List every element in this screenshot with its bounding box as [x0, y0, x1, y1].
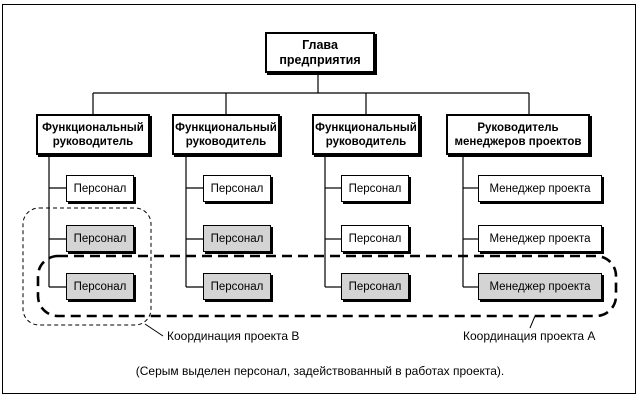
staff-label: Менеджер проекта: [489, 182, 591, 195]
manager-box-4: Руководитель менеджеров проектов: [446, 114, 590, 155]
manager-label: Функциональный руководитель: [315, 121, 417, 148]
staff-box-c3-r1: Персонал: [341, 175, 409, 202]
coordination-b-outline: [22, 207, 152, 326]
staff-label: Менеджер проекта: [489, 232, 591, 245]
manager-label: Руководитель менеджеров проектов: [454, 121, 582, 148]
staff-label: Персонал: [73, 182, 127, 195]
staff-box-c2-r3: Персонал: [203, 273, 271, 300]
staff-box-c3-r3: Персонал: [341, 273, 409, 300]
staff-box-c1-r3: Персонал: [66, 273, 134, 300]
coordination-b-label: Координация проекта В: [167, 329, 300, 343]
head-label: Глава предприятия: [279, 37, 361, 67]
staff-box-c4-r1: Менеджер проекта: [478, 175, 602, 202]
staff-label: Персонал: [210, 280, 264, 293]
staff-label: Персонал: [73, 232, 127, 245]
staff-label: Персонал: [348, 280, 402, 293]
staff-label: Менеджер проекта: [489, 280, 591, 293]
staff-box-c2-r2: Персонал: [203, 225, 271, 252]
footnote: (Серым выделен персонал, задействованный…: [135, 364, 505, 378]
manager-label: Функциональный руководитель: [42, 121, 144, 148]
staff-box-c2-r1: Персонал: [203, 175, 271, 202]
staff-box-c4-r2: Менеджер проекта: [478, 225, 602, 252]
manager-box-1: Функциональный руководитель: [36, 114, 150, 155]
staff-box-c1-r1: Персонал: [66, 175, 134, 202]
staff-label: Персонал: [73, 280, 127, 293]
staff-box-c3-r2: Персонал: [341, 225, 409, 252]
staff-label: Персонал: [348, 182, 402, 195]
staff-box-c1-r2: Персонал: [66, 225, 134, 252]
coordination-a-label: Координация проекта А: [463, 329, 596, 343]
staff-label: Персонал: [210, 182, 264, 195]
head-box: Глава предприятия: [265, 32, 375, 73]
staff-label: Персонал: [210, 232, 264, 245]
staff-label: Персонал: [348, 232, 402, 245]
manager-label: Функциональный руководитель: [175, 121, 277, 148]
manager-box-2: Функциональный руководитель: [172, 114, 280, 155]
diagram-frame: [2, 4, 636, 394]
manager-box-3: Функциональный руководитель: [312, 114, 420, 155]
coordination-a-outline: [36, 254, 618, 318]
staff-box-c4-r3: Менеджер проекта: [478, 273, 602, 300]
